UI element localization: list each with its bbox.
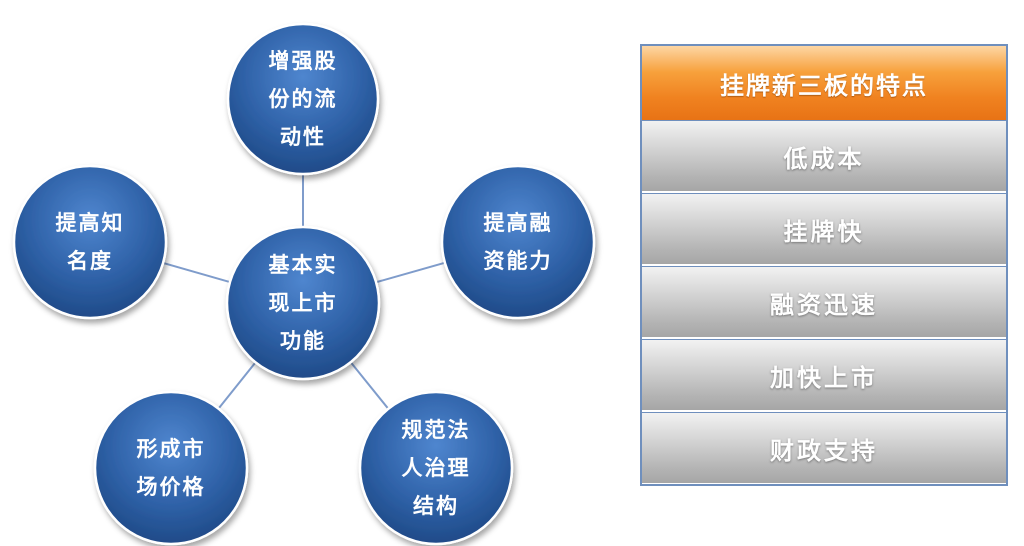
satellite-node-label: 形成市场价格 — [136, 436, 206, 499]
satellite-node-label: 提高知名度 — [55, 210, 125, 273]
satellite-node-circle — [226, 22, 380, 176]
center-node-circle — [225, 225, 381, 381]
table-header: 挂牌新三板的特点 — [642, 46, 1006, 121]
satellite-node-circle — [358, 390, 514, 546]
table-row: 财政支持 — [642, 412, 1006, 483]
table-row: 加快上市 — [642, 339, 1006, 410]
table-row: 挂牌快 — [642, 193, 1006, 264]
satellite-node-label: 规范法人治理结构 — [401, 417, 471, 518]
center-node-label: 基本实现上市功能 — [268, 252, 338, 353]
satellite-node-label: 提高融资能力 — [483, 210, 553, 273]
table-row: 低成本 — [642, 120, 1006, 191]
satellite-node-circle — [440, 164, 596, 320]
features-table: 挂牌新三板的特点 低成本 挂牌快 融资迅速 加快上市 财政支持 — [640, 44, 1008, 486]
satellite-node-label: 增强股份的流动性 — [268, 48, 338, 149]
table-row: 融资迅速 — [642, 266, 1006, 337]
satellite-node-circle — [12, 164, 168, 320]
hub-diagram — [12, 22, 596, 546]
satellite-node-circle — [93, 390, 249, 546]
